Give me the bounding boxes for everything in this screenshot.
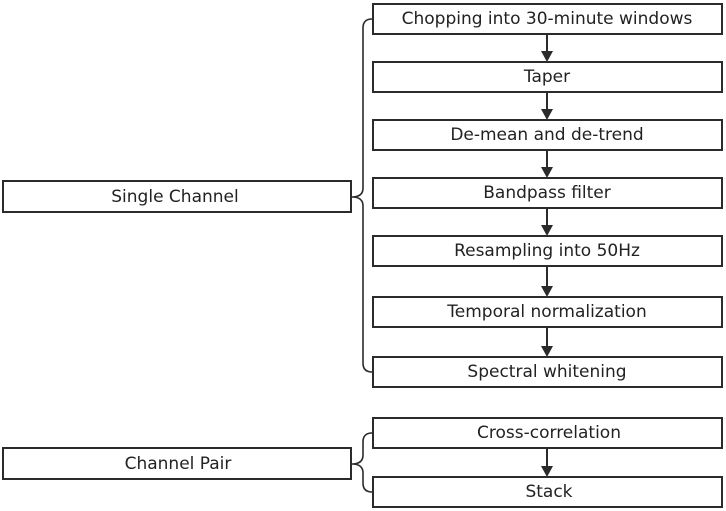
step-cross-correlation: Cross-correlation [477, 423, 621, 443]
step-box-stack [372, 476, 723, 508]
group-single-channel: Single Channel Chopping into 30-minute w… [2, 3, 723, 388]
step-temporal-normalization: Temporal normalization [446, 302, 646, 322]
arrow-resampling-to-temporal-normalization [541, 266, 553, 297]
arrow-bandpass-to-resampling [541, 208, 553, 236]
step-box-spectral-whitening [372, 356, 723, 388]
step-resampling: Resampling into 50Hz [454, 241, 640, 261]
arrow-taper-to-demean [541, 92, 553, 120]
arrow-chopping-to-taper [541, 34, 553, 62]
brace-single-channel [351, 18, 373, 373]
group-label-box-single-channel [2, 180, 352, 213]
arrow-temporal-normalization-to-spectral-whitening [541, 327, 553, 357]
group-label-channel-pair: Channel Pair [125, 454, 232, 474]
arrow-demean-to-bandpass [541, 150, 553, 178]
arrow-cross-correlation-to-stack [541, 448, 553, 477]
step-demean: De-mean and de-trend [450, 125, 643, 145]
step-box-demean [372, 119, 723, 151]
step-taper: Taper [523, 67, 570, 87]
brace-channel-pair [351, 432, 373, 493]
step-box-cross-correlation [372, 417, 723, 449]
step-box-resampling [372, 235, 723, 267]
step-bandpass: Bandpass filter [483, 183, 611, 203]
step-spectral-whitening: Spectral whitening [467, 362, 626, 382]
group-label-single-channel: Single Channel [111, 187, 238, 207]
step-stack: Stack [525, 482, 572, 502]
group-label-box-channel-pair [2, 447, 352, 480]
step-chopping: Chopping into 30-minute windows [402, 9, 693, 29]
group-channel-pair: Channel Pair Cross-correlation Stack [2, 417, 723, 508]
